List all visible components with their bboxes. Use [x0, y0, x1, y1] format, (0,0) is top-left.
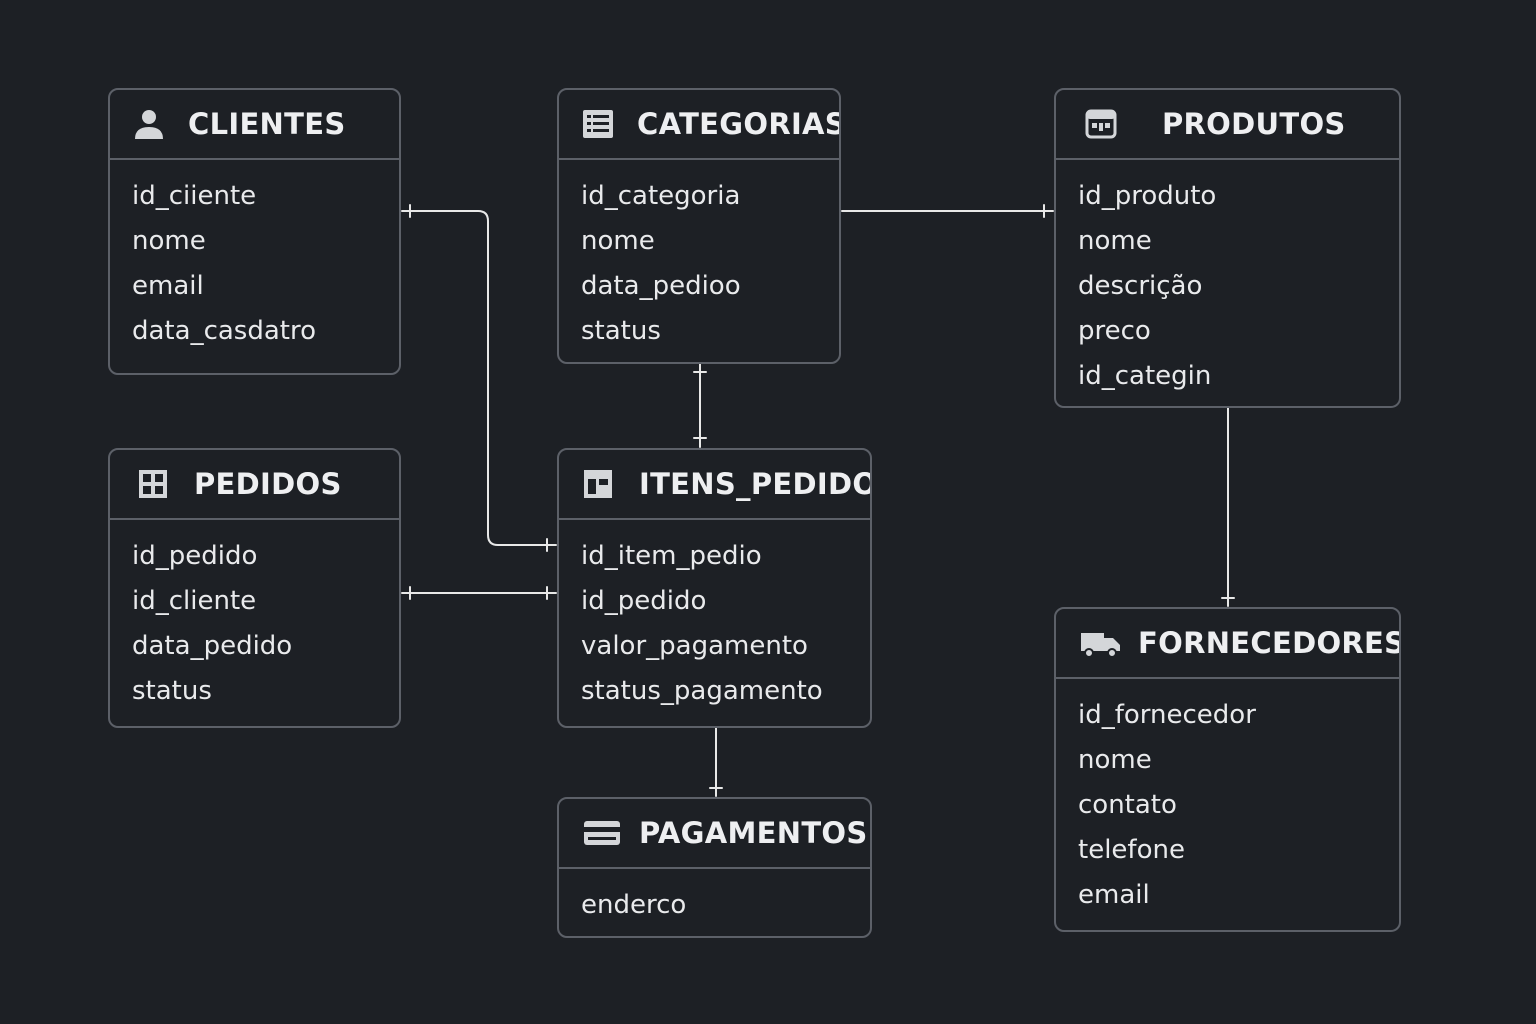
field-item: id_produto — [1078, 181, 1217, 211]
field-item: data_pedioo — [581, 271, 741, 301]
field-item: id_fornecedor — [1078, 700, 1256, 730]
connector-clientes-itens — [401, 210, 557, 546]
entity-title: ITENS_PEDIDO — [639, 467, 872, 501]
entity-clientes[interactable]: CLIENTES id_ciiente nome email data_casd… — [108, 88, 401, 375]
field-item: id_ciiente — [132, 181, 257, 211]
entity-header: PEDIDOS — [110, 450, 399, 520]
table-list-icon — [581, 107, 615, 141]
field-item: nome — [132, 226, 206, 256]
entity-produtos[interactable]: PRODUTOS id_produto nome descrição preco… — [1054, 88, 1401, 408]
entity-pedidos[interactable]: PEDIDOS id_pedido id_cliente data_pedido… — [108, 448, 401, 728]
field-item: nome — [1078, 745, 1152, 775]
field-item: valor_pagamento — [581, 631, 808, 661]
entity-fornecedores[interactable]: FORNECEDORES id_fornecedor nome contato … — [1054, 607, 1401, 932]
store-icon — [1084, 107, 1118, 141]
entity-itens-pedido[interactable]: ITENS_PEDIDO id_item_pedio id_pedido val… — [557, 448, 872, 728]
field-item: id_cliente — [132, 586, 257, 616]
field-item: id_item_pedio — [581, 541, 762, 571]
field-item: status — [132, 676, 212, 706]
entity-header: ITENS_PEDIDO — [559, 450, 870, 520]
field-item: id_pedido — [132, 541, 258, 571]
field-item: id_categoria — [581, 181, 741, 211]
field-item: status — [581, 316, 661, 346]
field-item: descrição — [1078, 271, 1203, 301]
field-list: id_pedido id_cliente data_pedido status — [110, 520, 399, 714]
field-item: id_categin — [1078, 361, 1212, 391]
layout-icon — [581, 467, 615, 501]
field-item: preco — [1078, 316, 1151, 346]
field-item: email — [1078, 880, 1150, 910]
entity-header: CATEGORIAS — [559, 90, 839, 160]
entity-title: PAGAMENTOS — [639, 816, 868, 850]
field-item: data_casdatro — [132, 316, 316, 346]
field-list: id_produto nome descrição preco id_categ… — [1056, 160, 1399, 399]
field-list: id_item_pedio id_pedido valor_pagamento … — [559, 520, 870, 714]
field-item: email — [132, 271, 204, 301]
entity-title: PEDIDOS — [194, 467, 342, 501]
field-item: status_pagamento — [581, 676, 823, 706]
field-item: nome — [581, 226, 655, 256]
field-item: telefone — [1078, 835, 1185, 865]
user-icon — [132, 107, 166, 141]
entity-header: PAGAMENTOS — [559, 799, 870, 869]
entity-header: CLIENTES — [110, 90, 399, 160]
entity-title: CATEGORIAS — [637, 107, 841, 141]
truck-icon — [1080, 626, 1122, 660]
field-item: contato — [1078, 790, 1177, 820]
field-list: id_categoria nome data_pedioo status — [559, 160, 839, 354]
field-item: id_pedido — [581, 586, 707, 616]
entity-pagamentos[interactable]: PAGAMENTOS enderco — [557, 797, 872, 938]
entity-title: CLIENTES — [188, 107, 346, 141]
entity-header: PRODUTOS — [1056, 90, 1399, 160]
field-item: nome — [1078, 226, 1152, 256]
field-list: enderco — [559, 869, 870, 928]
entity-header: FORNECEDORES — [1056, 609, 1399, 679]
grid-icon — [136, 467, 170, 501]
entity-title: FORNECEDORES — [1138, 626, 1401, 660]
entity-title: PRODUTOS — [1162, 107, 1346, 141]
entity-categorias[interactable]: CATEGORIAS id_categoria nome data_pedioo… — [557, 88, 841, 364]
field-item: data_pedido — [132, 631, 293, 661]
field-item: enderco — [581, 890, 687, 920]
field-list: id_ciiente nome email data_casdatro — [110, 160, 399, 354]
card-icon — [583, 816, 621, 850]
field-list: id_fornecedor nome contato telefone emai… — [1056, 679, 1399, 918]
